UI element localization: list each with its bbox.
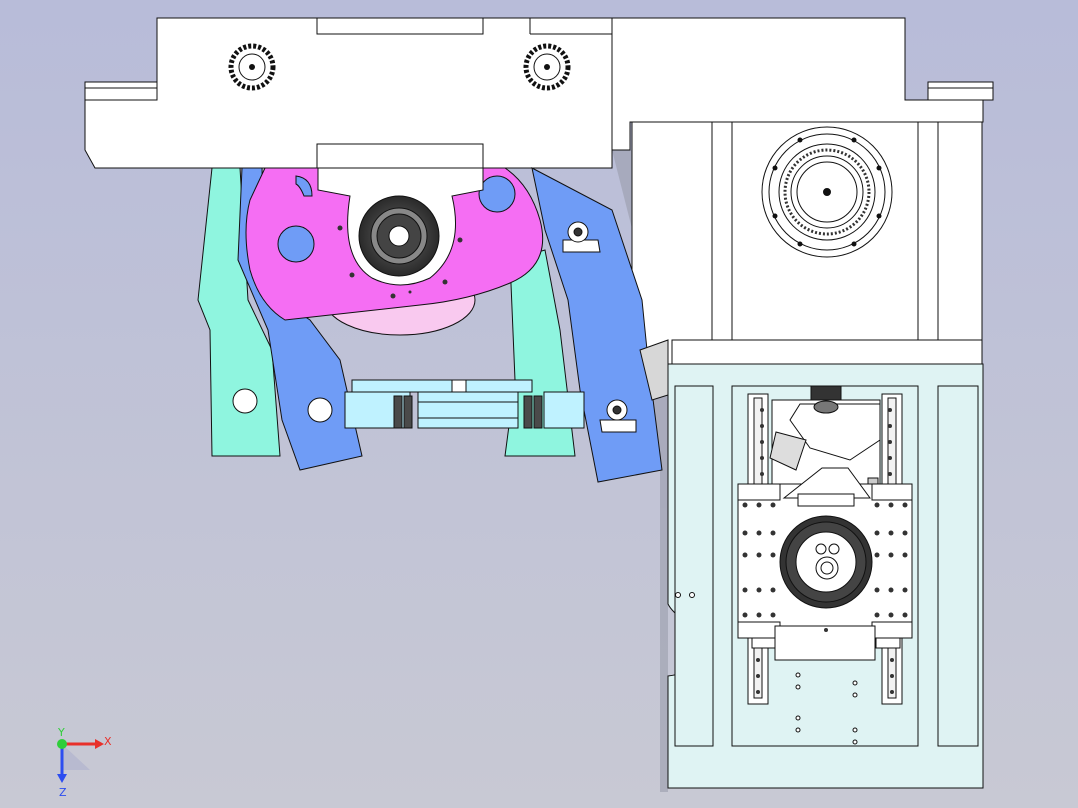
- coordinate-triad: X Y Z: [57, 726, 112, 799]
- cam-dark-dots: [337, 225, 463, 299]
- pivot-bracket-upper[interactable]: [562, 221, 601, 253]
- tie-rod-assembly[interactable]: [344, 379, 585, 429]
- knurled-knob-right[interactable]: [523, 43, 571, 91]
- top-mounting-plate[interactable]: [84, 17, 994, 169]
- central-hub[interactable]: [358, 195, 440, 277]
- knurled-knob-left[interactable]: [228, 43, 276, 91]
- base-plate-holes: [675, 592, 858, 745]
- axis-label-y: Y: [57, 726, 65, 739]
- carriage-screws: [742, 408, 908, 694]
- axis-label-z: Z: [59, 786, 67, 799]
- gray-spacer: [639, 339, 669, 401]
- bearing-assembly[interactable]: [761, 126, 893, 258]
- gripper-spindle[interactable]: [779, 515, 873, 609]
- pivot-bracket-lower[interactable]: [599, 399, 637, 433]
- cam-cutouts: [277, 175, 516, 263]
- axis-label-x: X: [104, 735, 112, 748]
- pivot-pins: [232, 388, 333, 423]
